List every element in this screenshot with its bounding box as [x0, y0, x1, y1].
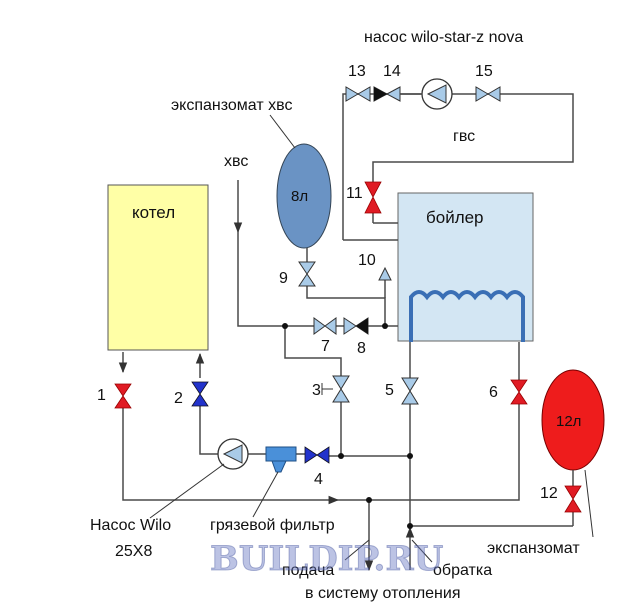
expansion-vessel-heating-volume: 12л — [556, 413, 581, 430]
valve-3[interactable] — [332, 375, 350, 403]
pipe-cold-water — [237, 232, 314, 327]
label-number-6: 6 — [489, 384, 498, 401]
pipe-vessel-dhw-down — [306, 286, 386, 326]
label-number-4: 4 — [314, 471, 323, 488]
valve-11[interactable] — [364, 181, 382, 214]
pump-main-arrow — [222, 444, 243, 464]
air-vent-10[interactable] — [378, 266, 392, 281]
label-number-3: 3 — [312, 382, 321, 399]
storage-tank — [397, 192, 534, 342]
valve-8-check — [356, 318, 368, 334]
pointer-supply — [344, 539, 370, 561]
supply-label-line2: в систему отопления — [305, 585, 460, 602]
boiler-heater-label: котел — [132, 203, 175, 222]
pipe-boiler-return — [199, 406, 218, 455]
pump-dhw-arrow — [426, 84, 447, 104]
label-number-10: 10 — [358, 252, 376, 269]
valve-14-check — [374, 87, 387, 101]
pipe-branch-3 — [284, 326, 342, 376]
cold-water-label: хвс — [224, 153, 248, 170]
pointer-expansion-heating — [584, 469, 594, 538]
pointer-expansion-dhw — [269, 114, 296, 149]
valve-13[interactable] — [345, 86, 371, 102]
pointer-pump-main — [149, 463, 225, 519]
dirt-filter[interactable] — [265, 446, 297, 473]
pump-main-label-line2: 25Х8 — [115, 543, 152, 560]
label-number-12: 12 — [540, 485, 558, 502]
label-number-2: 2 — [174, 390, 183, 407]
watermark: BUILDIP.RU — [210, 539, 443, 579]
label-number-14: 14 — [383, 63, 401, 80]
pump-dhw-label: насос wilo-star-z nova — [364, 29, 523, 46]
hot-water-label: гвс — [453, 128, 475, 145]
pipe-junctions — [282, 323, 413, 529]
label-number-13: 13 — [348, 63, 366, 80]
filter-label: грязевой фильтр — [210, 517, 335, 534]
pump-main-label-line1: Насос Wilo — [90, 517, 171, 534]
pointer-return — [411, 539, 433, 563]
supply-label-line1: подача — [282, 562, 334, 579]
expansion-dhw-label: экспанзомат хвс — [171, 97, 292, 114]
label-number-7: 7 — [321, 338, 330, 355]
expansion-heating-label: экспанзомат — [487, 540, 580, 557]
valve-9[interactable] — [298, 261, 316, 287]
valve-2[interactable] — [191, 381, 209, 407]
valve-6[interactable] — [510, 379, 528, 405]
valve-15[interactable] — [475, 86, 501, 102]
pointer-filter — [252, 471, 279, 518]
expansion-vessel-dhw — [276, 143, 332, 249]
valve-4[interactable] — [304, 446, 330, 464]
label-number-8: 8 — [357, 340, 366, 357]
return-label: обратка — [433, 562, 492, 579]
pipe-boiler-supply — [122, 408, 290, 501]
boiler-heater — [107, 184, 209, 351]
pipe-supply-main-2 — [338, 404, 520, 501]
valve-12[interactable] — [564, 485, 582, 513]
expansion-vessel-dhw-volume: 8л — [291, 188, 308, 205]
label-number-11: 11 — [346, 185, 363, 202]
label-number-9: 9 — [279, 270, 288, 287]
valve-5[interactable] — [401, 377, 419, 405]
pipe-dhw-circulation — [342, 93, 574, 240]
label-number-5: 5 — [385, 382, 394, 399]
valve-7[interactable] — [313, 317, 337, 335]
label-number-15: 15 — [475, 63, 493, 80]
heating-coil — [409, 290, 525, 342]
label-number-1: 1 — [97, 387, 106, 404]
valve-1[interactable] — [114, 383, 132, 409]
storage-tank-label: бойлер — [426, 208, 484, 227]
